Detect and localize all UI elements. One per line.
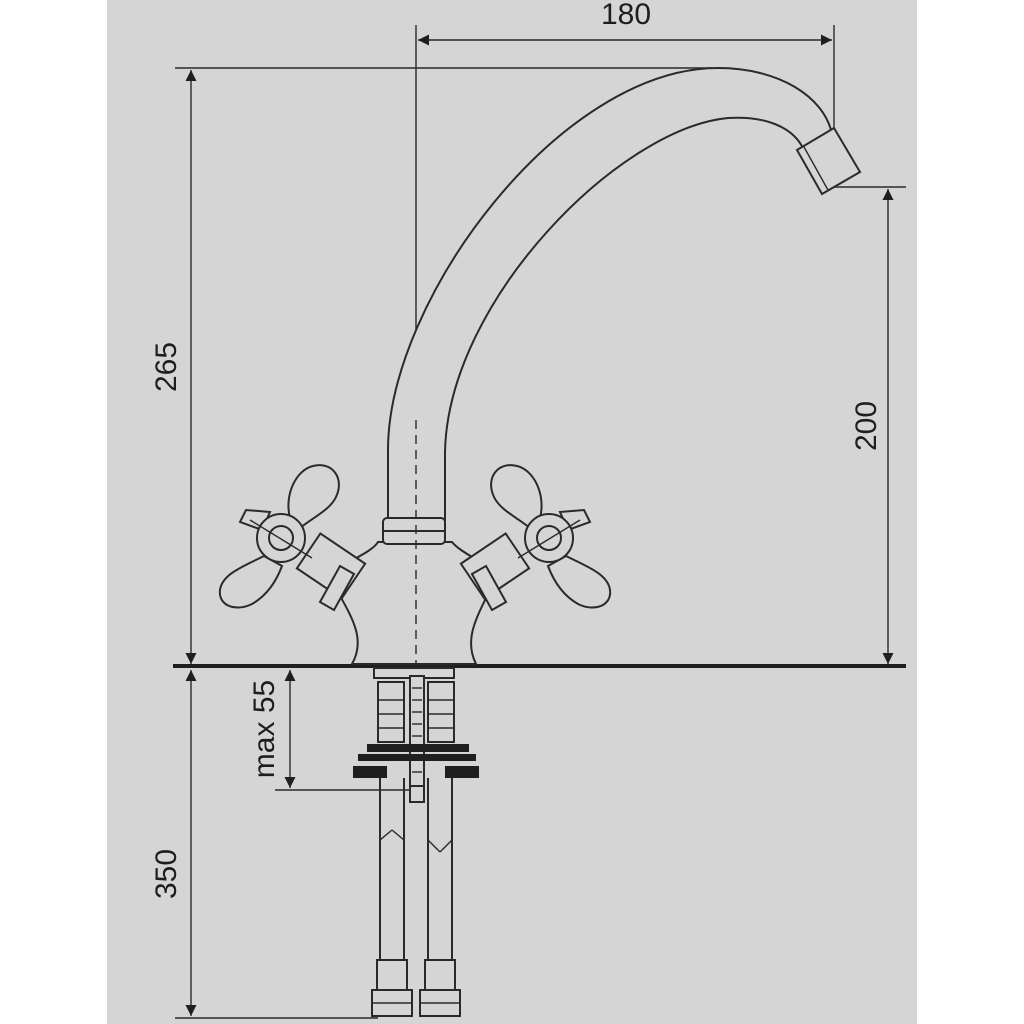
dimension-spout-height: 200 [850,189,894,664]
spout-reach-label: 180 [601,0,651,31]
dimension-hose-length: 350 [150,670,197,1016]
left-cross-handle [218,464,340,609]
spout-height-label: 200 [850,401,883,451]
faucet-base [326,517,500,665]
mounting-washers [353,744,479,778]
hose-length-label: 350 [150,849,183,899]
right-cross-handle [490,464,612,609]
aerator [795,126,862,196]
right-hose [419,681,461,1017]
dimension-spout-reach: 180 [418,0,832,46]
max-counter-thickness-label: max 55 [248,680,281,778]
left-valve [295,532,367,612]
dimension-max-counter-thickness: max 55 [248,670,296,788]
spout [387,66,862,521]
right-valve [459,532,531,612]
dimension-total-height: 265 [150,70,197,664]
left-hose [371,681,413,1017]
total-height-label: 265 [150,342,183,392]
